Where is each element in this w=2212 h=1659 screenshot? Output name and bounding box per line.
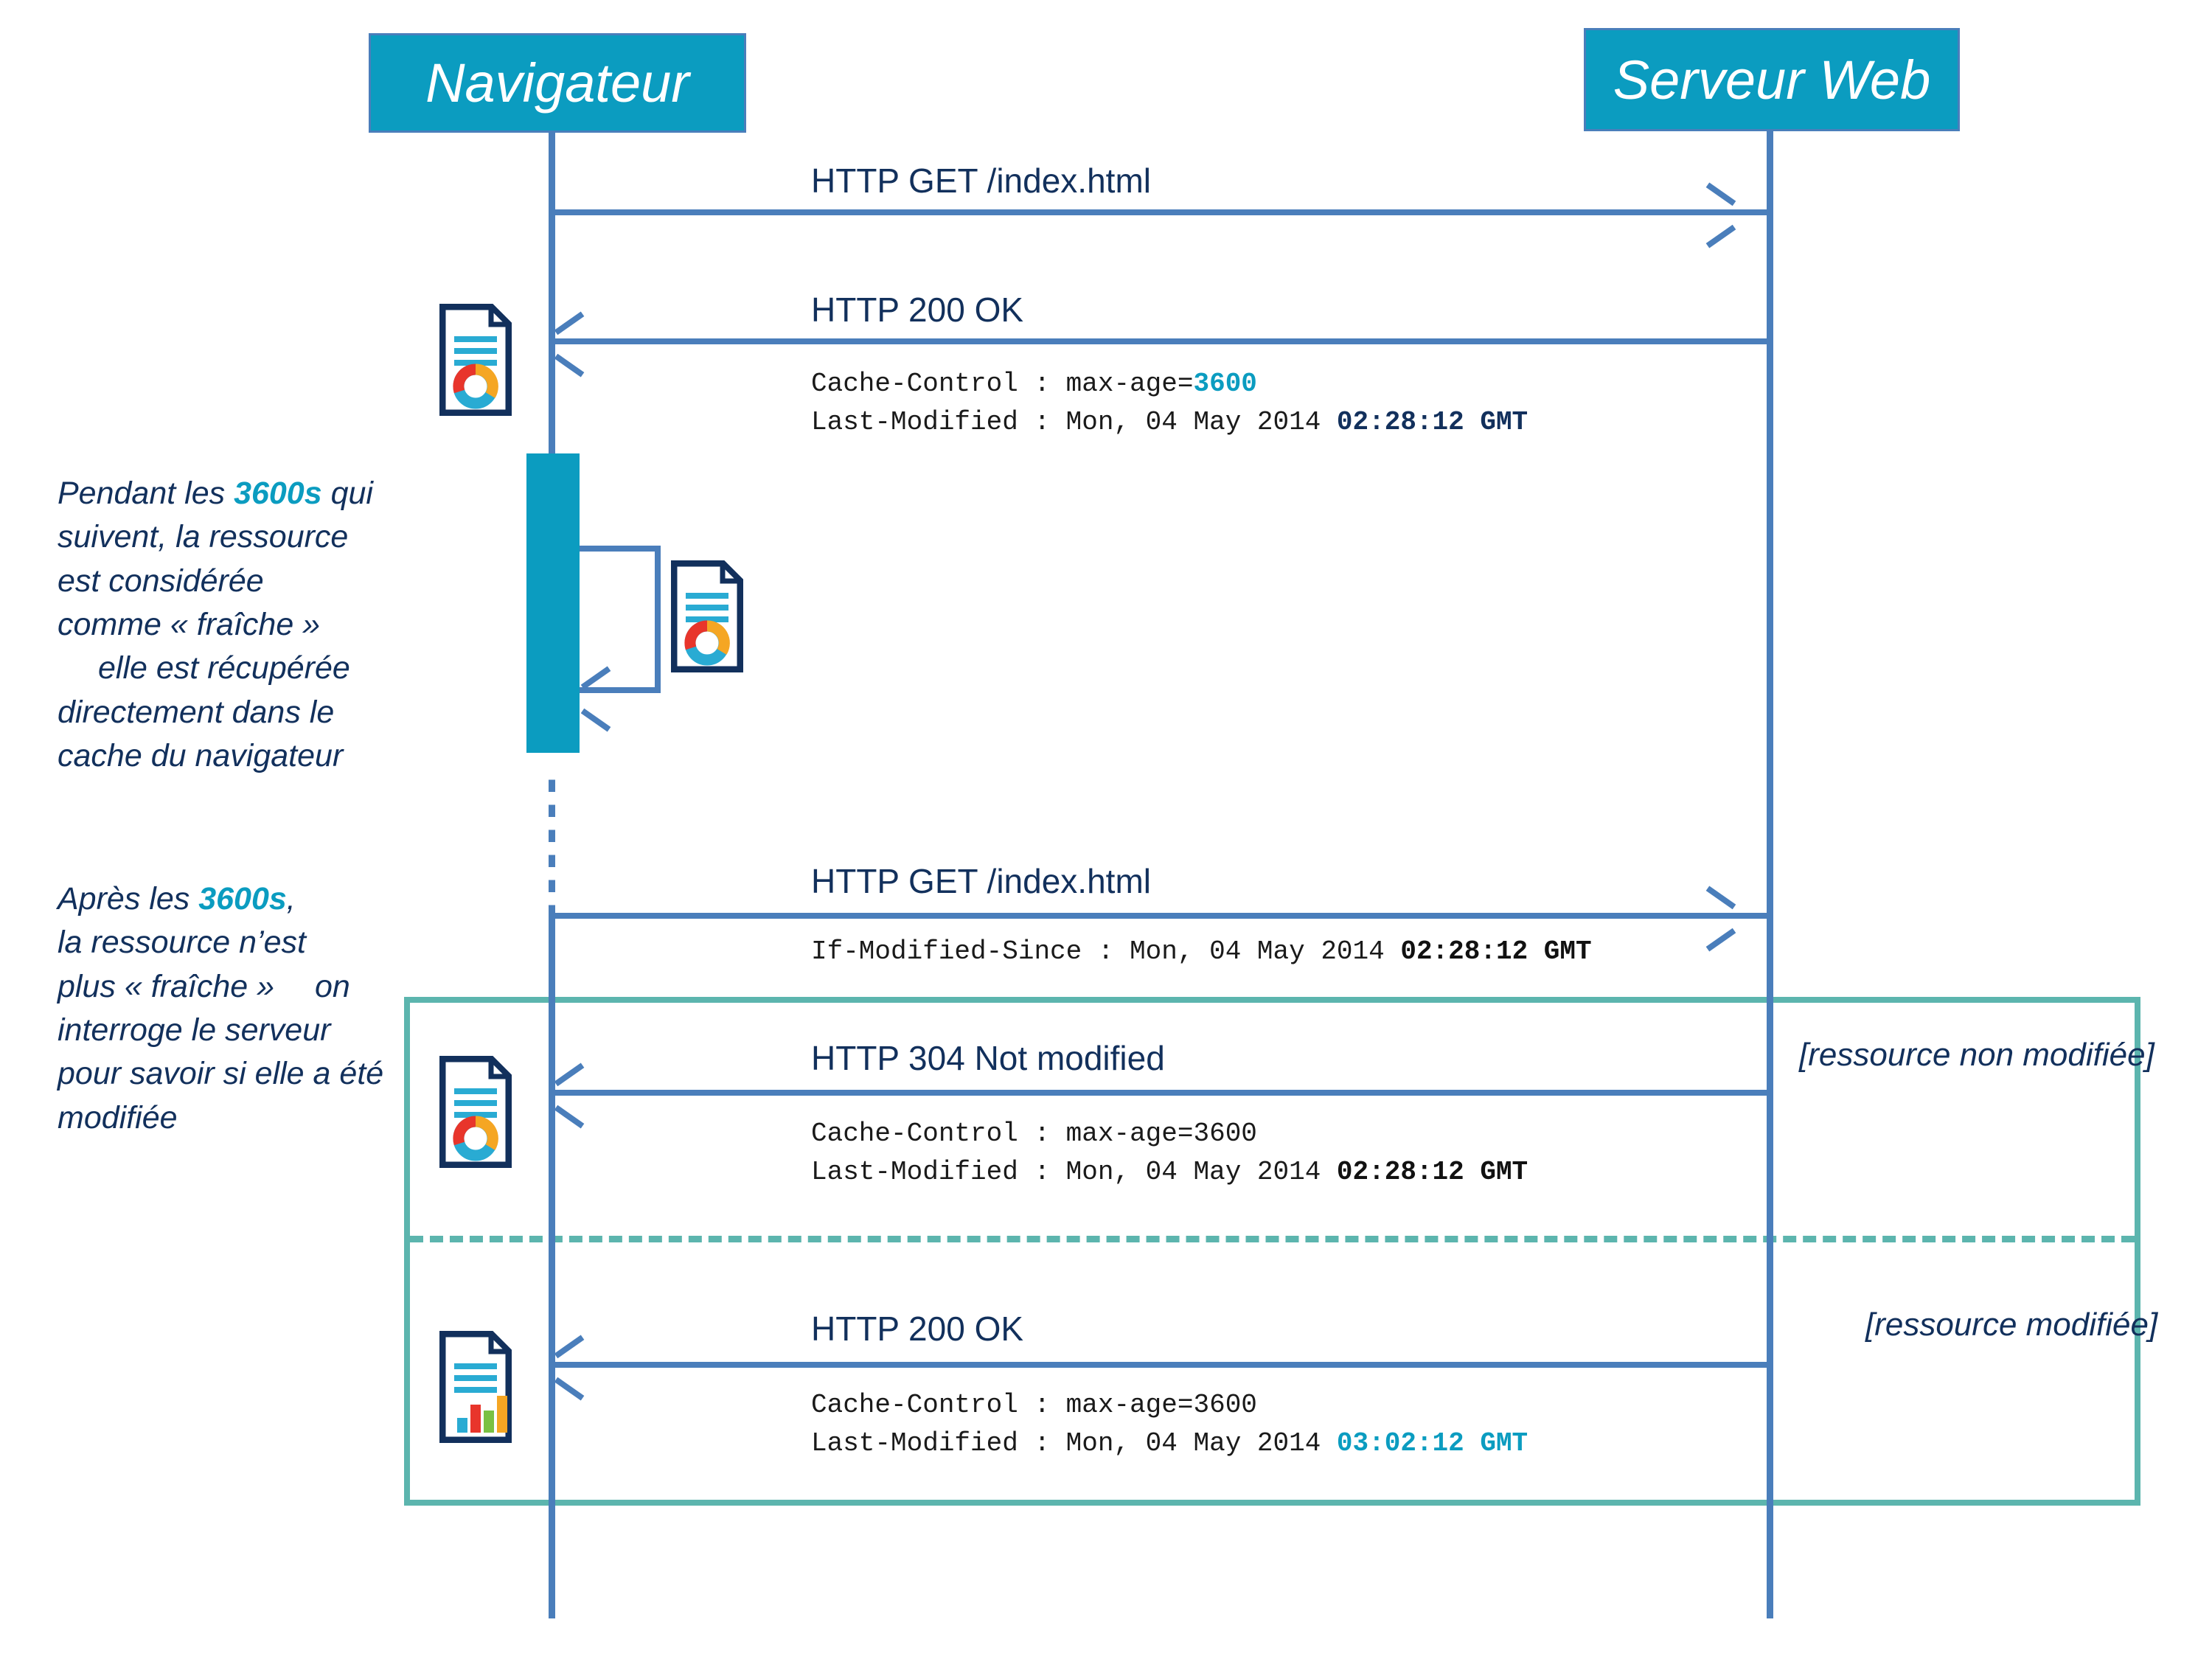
message-1-label: HTTP GET /index.html	[811, 161, 1151, 200]
if-modified-since-time: 02:28:12 GMT	[1400, 936, 1592, 967]
message-4-headers: Cache-Control : max-age=3600 Last-Modifi…	[811, 1115, 1528, 1192]
document-bar-chart-icon-response-modified	[439, 1327, 515, 1444]
last-modified-time-304: 02:28:12 GMT	[1336, 1157, 1528, 1188]
message-2-line	[553, 338, 1771, 344]
note-fresh-line-3: est considérée	[58, 563, 264, 599]
activation-bar-browser-cache	[526, 453, 580, 753]
message-3-line	[553, 913, 1771, 919]
note-fresh-line-4: comme « fraîche »	[58, 606, 321, 642]
message-5-header-line-2: Last-Modified : Mon, 04 May 2014 03:02:1…	[811, 1428, 1528, 1459]
fragment-guard-modified: [ressource modifiée]	[1865, 1307, 2158, 1343]
message-5-headers: Cache-Control : max-age=3600 Last-Modifi…	[811, 1386, 1528, 1463]
message-3-label: HTTP GET /index.html	[811, 862, 1151, 900]
lifeline-browser-segment-2	[549, 914, 555, 1618]
document-donut-chart-icon-response-304	[439, 1052, 515, 1169]
message-1-line	[553, 209, 1771, 215]
message-2-label: HTTP 200 OK	[811, 291, 1024, 329]
note-fresh-line-2: suivent, la ressource	[58, 519, 349, 555]
note-fresh-line-1: Pendant les 3600s qui	[58, 476, 373, 511]
note-stale-line-2: la ressource n’est	[58, 925, 306, 961]
participant-browser-label: Navigateur	[425, 52, 689, 114]
note-resource-stale: Après les 3600s, la ressource n’est plus…	[58, 877, 404, 1140]
message-4-label: HTTP 304 Not modified	[811, 1039, 1165, 1077]
document-donut-chart-icon-cached	[670, 557, 747, 673]
fragment-guard-not-modified: [ressource non modifiée]	[1799, 1037, 2154, 1073]
max-age-value: 3600	[1193, 369, 1257, 399]
message-5-line	[553, 1362, 1771, 1368]
message-3-header-line-1: If-Modified-Since : Mon, 04 May 2014 02:…	[811, 936, 1592, 967]
participant-server[interactable]: Serveur Web	[1584, 28, 1960, 131]
message-4-line	[553, 1090, 1771, 1096]
message-4-header-line-2: Last-Modified : Mon, 04 May 2014 02:28:1…	[811, 1157, 1528, 1188]
message-2-header-line-1: Cache-Control : max-age=3600	[811, 369, 1257, 399]
note-stale-line-1: Après les 3600s,	[58, 881, 296, 917]
message-3-headers: If-Modified-Since : Mon, 04 May 2014 02:…	[811, 933, 1592, 971]
message-2-headers: Cache-Control : max-age=3600 Last-Modifi…	[811, 365, 1528, 442]
combined-fragment-alt	[404, 997, 2140, 1506]
last-modified-time-new: 03:02:12 GMT	[1336, 1428, 1528, 1459]
note-stale-line-4: interroge le serveur	[58, 1012, 331, 1048]
lifeline-browser-segment-1	[549, 131, 555, 456]
lifeline-server	[1767, 131, 1773, 1618]
note-fresh-duration: 3600s	[234, 476, 322, 511]
participant-browser[interactable]: Navigateur	[369, 33, 746, 133]
note-stale-duration: 3600s	[198, 881, 287, 917]
message-5-label: HTTP 200 OK	[811, 1310, 1024, 1348]
last-modified-time: 02:28:12 GMT	[1336, 407, 1528, 438]
note-resource-fresh: Pendant les 3600s qui suivent, la ressou…	[58, 472, 375, 778]
note-stale-line-3: plus « fraîche »on	[58, 968, 350, 1004]
message-5-header-line-1: Cache-Control : max-age=3600	[811, 1390, 1257, 1420]
self-message-cache-read	[580, 546, 661, 693]
fragment-divider	[410, 1236, 2135, 1242]
note-fresh-line-7: cache du navigateur	[58, 737, 344, 773]
note-stale-line-5: pour savoir si elle a été	[58, 1056, 384, 1092]
note-fresh-line-6: directement dans le	[58, 694, 335, 730]
message-4-header-line-1: Cache-Control : max-age=3600	[811, 1119, 1257, 1149]
participant-server-label: Serveur Web	[1613, 49, 1931, 111]
document-donut-chart-icon-response-1	[439, 300, 515, 417]
message-2-header-line-2: Last-Modified : Mon, 04 May 2014 02:28:1…	[811, 407, 1528, 438]
lifeline-browser-dotted	[549, 767, 555, 918]
note-fresh-line-5: elle est récupérée	[98, 650, 350, 686]
note-stale-line-6: modifiée	[58, 1099, 178, 1135]
